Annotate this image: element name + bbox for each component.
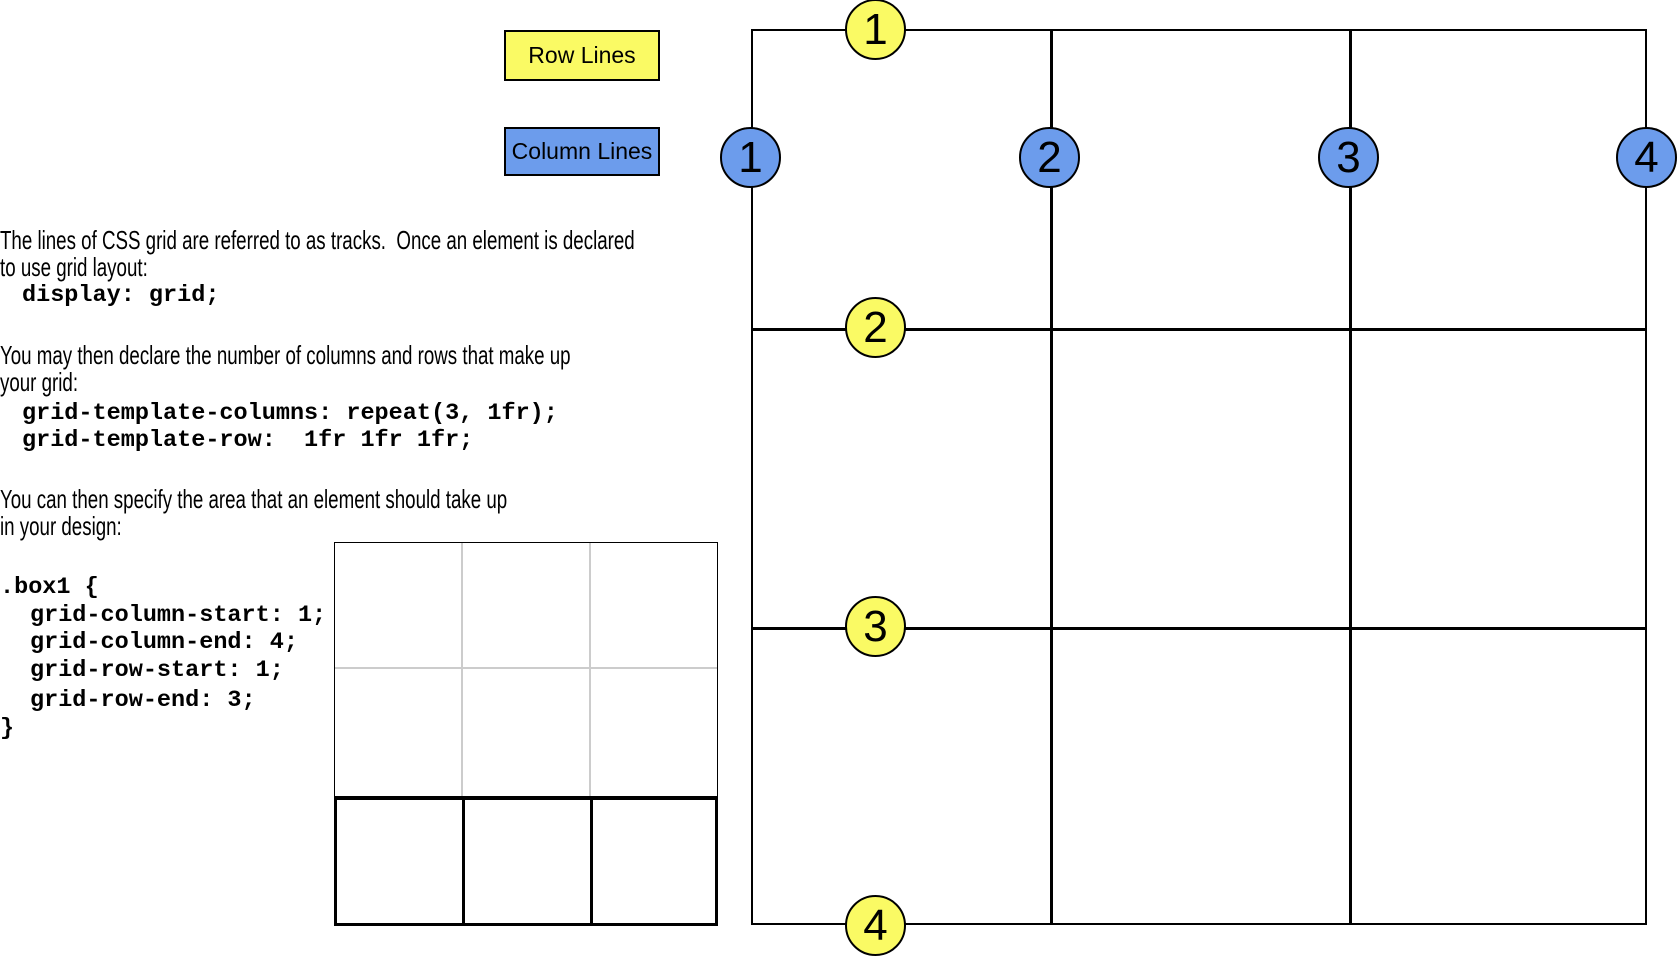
code-line-row-start: grid-row-start: 1; [30,657,284,684]
large-grid-row-line-3 [753,627,1645,630]
row-lines-legend: Row Lines [504,30,660,81]
small-grid-cell-divider [590,800,593,923]
code-line-template-rows: grid-template-row: 1fr 1fr 1fr; [22,427,474,454]
code-line-display-grid: display: grid; [22,282,220,309]
paragraph-line: The lines of CSS grid are referred to as… [0,225,635,255]
paragraph-line: in your design: [0,511,122,541]
large-grid [751,29,1647,925]
large-grid-column-line-2 [1050,31,1053,923]
row-line-3-badge: 3 [845,596,906,657]
small-grid-cell-divider [462,800,465,923]
code-line-row-end: grid-row-end: 3; [30,687,256,714]
column-line-2-badge: 2 [1019,127,1080,188]
code-line-template-columns: grid-template-columns: repeat(3, 1fr); [22,400,558,427]
paragraph-line: You can then specify the area that an el… [0,484,508,514]
row-line-4-badge: 4 [845,895,906,956]
large-grid-column-line-3 [1349,31,1352,923]
row-line-1-badge: 1 [845,0,906,60]
small-grid-box1-area [334,542,718,797]
small-grid-inner-column-line [461,543,463,796]
paragraph-line: your grid: [0,367,79,397]
code-line-column-end: grid-column-end: 4; [30,629,298,656]
code-line-column-start: grid-column-start: 1; [30,602,327,629]
code-line-box1-open: .box1 { [0,574,99,601]
small-grid-inner-column-line [589,543,591,796]
column-line-4-badge: 4 [1616,127,1677,188]
row-line-2-badge: 2 [845,297,906,358]
small-grid-inner-row-line [335,667,717,669]
code-line-box1-close: } [0,715,15,742]
column-lines-legend: Column Lines [504,127,660,176]
column-line-1-badge: 1 [720,127,781,188]
column-line-3-badge: 3 [1318,127,1379,188]
paragraph-line: You may then declare the number of colum… [0,340,571,370]
large-grid-row-line-2 [753,328,1645,331]
small-grid-bottom-row [334,797,718,926]
paragraph-line: to use grid layout: [0,252,148,282]
